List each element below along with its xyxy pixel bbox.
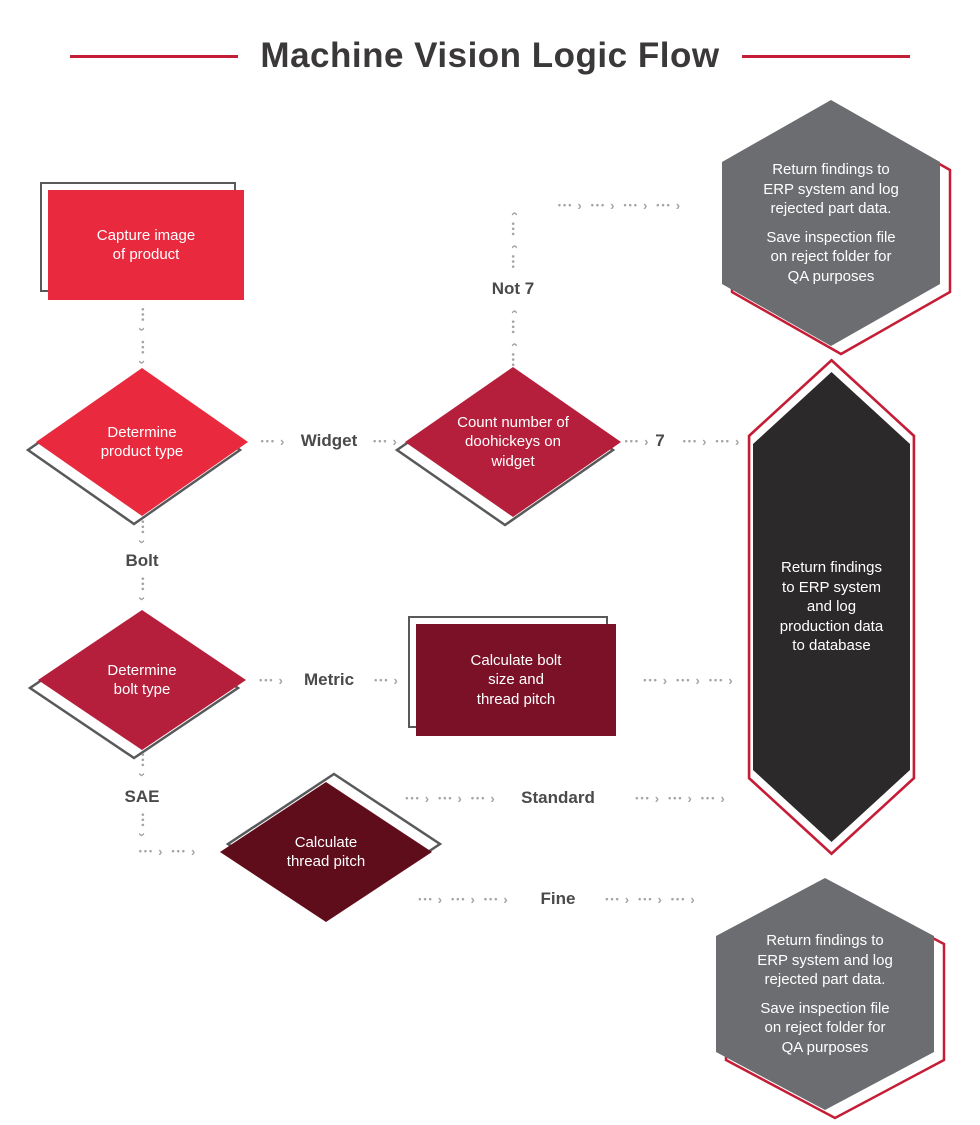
flow-label-metric: Metric — [303, 670, 355, 689]
rectangle-shape — [48, 190, 244, 300]
page-title: Machine Vision Logic Flow — [260, 36, 720, 75]
diamond-shape — [220, 772, 443, 922]
flow-label-bolt: Bolt — [125, 551, 159, 570]
node-paragraph: Save inspection file on reject folder fo… — [766, 228, 896, 285]
flow-label-standard: Standard — [521, 788, 595, 807]
reject-top-node: Return findings to ERP system and log re… — [722, 100, 952, 356]
capture-image-node: Capture image of product — [40, 182, 244, 300]
diamond-shape — [394, 367, 621, 527]
arrow-thread-to-fine-label: •••›•••›•••› — [418, 891, 508, 907]
arrow-count-to-seven-label: •••› — [624, 433, 649, 449]
title-rule-right — [741, 54, 910, 58]
arrow-bolt-label-to-bolt-node: •••› — [135, 577, 151, 601]
arrow-metric-label-to-calc: •••› — [374, 672, 398, 688]
flow-label-seven: 7 — [655, 431, 665, 450]
node-label: Calculate bolt size and thread pitch — [470, 651, 562, 708]
node-label: Count number of doohickeys on widget — [457, 413, 569, 470]
determine-bolt-node: Determine bolt type — [27, 610, 246, 760]
arrow-not7-label-up: •••›•••› — [505, 211, 521, 269]
flow-label-widget: Widget — [300, 431, 358, 450]
arrow-count-to-not7-label: •••›•••› — [505, 309, 521, 367]
hexagon-shape — [722, 100, 952, 356]
arrow-bolt-to-sae-label: •••› — [135, 753, 151, 777]
arrow-seven-to-log-production: •••›•••› — [682, 433, 740, 449]
calc-bolt-size-node: Calculate bolt size and thread pitch — [408, 616, 616, 736]
node-label: Determine bolt type — [107, 661, 177, 699]
node-label: Calculate thread pitch — [286, 833, 366, 871]
arrow-fine-to-reject-bottom: •••›•••›•••› — [605, 891, 695, 907]
arrow-thread-to-standard-label: •••›•••›•••› — [405, 790, 495, 806]
node-label: Return findings to ERP system and log pr… — [779, 559, 884, 655]
arrow-calc-to-log-production: •••›•••›•••› — [643, 672, 733, 688]
arrow-sae-turn-to-thread-pitch: •••›•••› — [138, 843, 196, 859]
arrow-standard-to-log-production: •••›•••›•••› — [635, 790, 725, 806]
log-production-node: Return findings to ERP system and log pr… — [747, 358, 916, 856]
arrow-capture-to-product: •••›•••› — [135, 307, 151, 365]
arrow-product-to-widget-label: •••› — [260, 433, 285, 449]
node-paragraph: Save inspection file on reject folder fo… — [760, 999, 890, 1056]
diamond-shape — [27, 610, 246, 760]
node-paragraph: Return findings to ERP system and log re… — [763, 161, 899, 217]
node-label: Determine product type — [100, 423, 184, 461]
arrow-sae-label-down: •••› — [135, 813, 151, 837]
count-doohickeys-node: Count number of doohickeys on widget — [394, 367, 621, 527]
node-paragraph: Return findings to ERP system and log re… — [757, 932, 893, 988]
node-label: Capture image of product — [96, 226, 196, 264]
determine-product-node: Determine product type — [25, 368, 248, 526]
title-rule-left — [70, 54, 239, 58]
flow-label-not7: Not 7 — [491, 279, 535, 298]
arrow-product-to-bolt-label: •••› — [135, 520, 151, 544]
reject-bottom-node: Return findings to ERP system and log re… — [716, 878, 946, 1120]
rectangle-shape — [416, 624, 616, 736]
flow-label-sae: SAE — [124, 787, 160, 806]
title-row: Machine Vision Logic Flow — [0, 36, 980, 76]
hexagon-shape — [747, 358, 916, 856]
hexagon-shape — [716, 878, 946, 1120]
arrow-widget-label-to-count: •••› — [373, 433, 397, 449]
calc-thread-pitch-node: Calculate thread pitch — [220, 772, 443, 922]
arrow-not7-to-reject-top: •••›•••›•••›•••› — [557, 197, 681, 213]
diamond-shape — [25, 368, 248, 526]
arrow-bolt-to-metric-label: •••› — [259, 672, 283, 688]
flow-label-fine: Fine — [540, 889, 576, 908]
